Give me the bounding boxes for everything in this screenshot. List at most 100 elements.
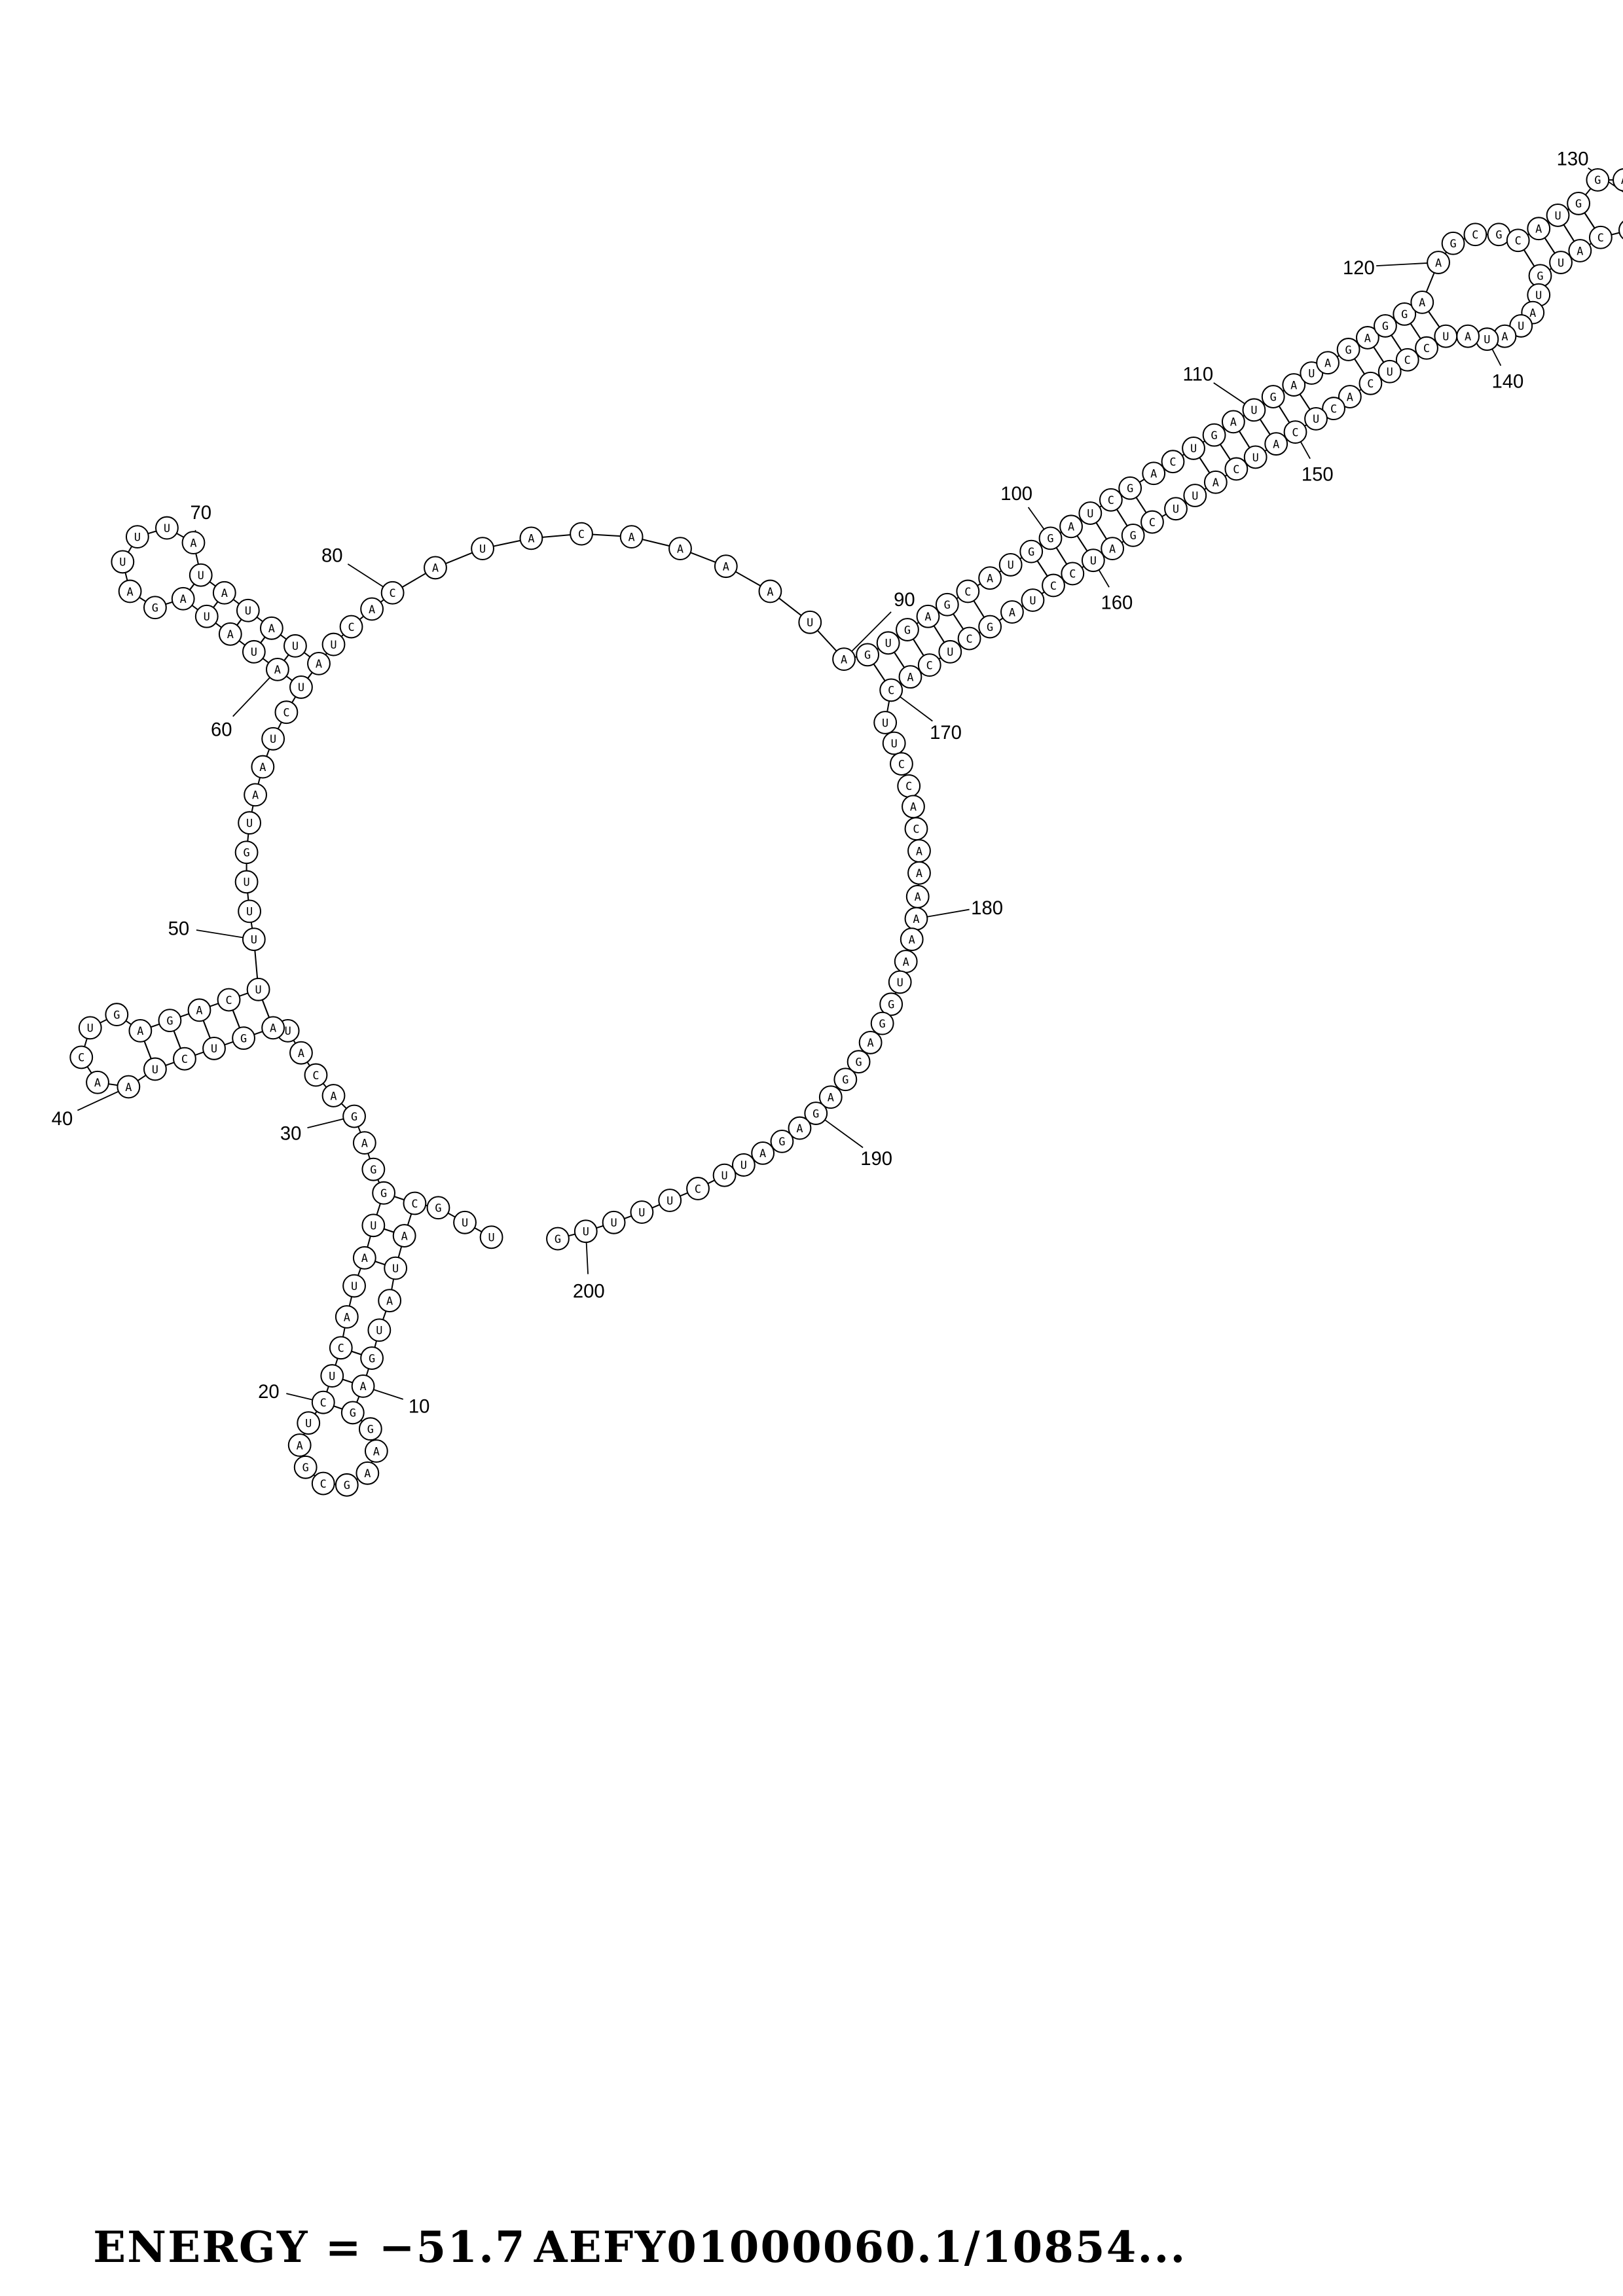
position-label: 80: [321, 545, 343, 566]
nucleotide-circle: [898, 665, 922, 689]
nucleotide-base: A: [1230, 416, 1237, 429]
nucleotide-circle: [847, 1050, 871, 1074]
nucleotide-circle: [882, 731, 906, 755]
nucleotides-layer: UUGCAUAUGAGGAAGCGAUCUCAUAUGGAGACAUAGUCUA…: [69, 168, 1623, 1497]
nucleotide-base: G: [1211, 429, 1217, 442]
nucleotide-base: U: [270, 732, 276, 745]
nucleotide-circle: [1142, 461, 1166, 486]
nucleotide-base: A: [841, 653, 847, 666]
nucleotide-circle: [1359, 371, 1383, 395]
nucleotide-base: U: [740, 1158, 747, 1172]
nucleotide-circle: [630, 1200, 654, 1224]
nucleotide-circle: [293, 1455, 318, 1479]
nucleotide-circle: [274, 700, 299, 725]
nucleotide-circle: [117, 1075, 141, 1099]
nucleotide-circle: [259, 616, 283, 640]
nucleotide-base: A: [298, 1047, 304, 1060]
nucleotide-circle: [714, 554, 738, 579]
nucleotide-base: U: [376, 1324, 382, 1337]
nucleotide-base: U: [1029, 594, 1036, 607]
nucleotide-circle: [1121, 523, 1145, 547]
nucleotide-circle: [158, 1009, 182, 1033]
nucleotide-circle: [304, 1063, 328, 1087]
nucleotide-circle: [804, 1102, 828, 1125]
nucleotide-base: C: [320, 1477, 327, 1490]
nucleotide-circle: [143, 1057, 167, 1081]
nucleotide-circle: [519, 526, 543, 550]
nucleotide-base: U: [1554, 209, 1561, 222]
nucleotide-base: U: [211, 1042, 217, 1055]
nucleotide-base: A: [867, 1036, 874, 1049]
nucleotide-circle: [546, 1227, 570, 1251]
nucleotide-base: G: [1130, 529, 1137, 542]
nucleotide-base: G: [1495, 228, 1502, 242]
nucleotide-circle: [1000, 600, 1024, 624]
nucleotide-circle: [380, 581, 405, 605]
nucleotide-circle: [1395, 348, 1419, 372]
nucleotide-base: A: [903, 955, 909, 968]
nucleotide-base: U: [370, 1219, 376, 1232]
nucleotide-base: A: [910, 800, 917, 814]
nucleotide-circle: [287, 1433, 312, 1457]
nucleotide-circle: [378, 1289, 402, 1313]
nucleotide-base: A: [913, 912, 919, 925]
nucleotide-base: U: [292, 639, 299, 653]
nucleotide-base: U: [611, 1216, 617, 1229]
nucleotide-base: U: [330, 638, 337, 651]
nucleotide-circle: [479, 1225, 503, 1249]
nucleotide-base: A: [1009, 605, 1015, 619]
nucleotide-circle: [1549, 251, 1573, 274]
nucleotide-base: A: [270, 1022, 276, 1035]
nucleotide-base: U: [246, 817, 253, 830]
nucleotide-circle: [1059, 514, 1083, 539]
nucleotide-base: U: [583, 1225, 589, 1238]
nucleotide-base: A: [432, 562, 439, 575]
nucleotide-circle: [234, 870, 259, 894]
sequence-accession: AEFY01000060.1/10854...: [534, 2223, 1187, 2272]
nucleotide-base: A: [1535, 223, 1542, 236]
nucleotide-base: G: [367, 1423, 374, 1436]
nucleotide-base: C: [1292, 425, 1298, 439]
nucleotide-circle: [246, 977, 270, 1001]
nucleotide-circle: [938, 639, 962, 664]
nucleotide-base: G: [152, 601, 158, 615]
nucleotide-base: A: [361, 1136, 368, 1149]
position-label: 140: [1492, 371, 1524, 393]
nucleotide-base: A: [359, 1380, 366, 1393]
nucleotide-circle: [896, 618, 919, 641]
nucleotide-circle: [870, 1011, 894, 1035]
nucleotide-circle: [307, 651, 331, 675]
nucleotide-circle: [1527, 217, 1551, 241]
nucleotide-circle: [367, 1318, 392, 1342]
nucleotide-base: G: [879, 1017, 886, 1030]
nucleotide-circle: [978, 615, 1002, 639]
nucleotide-base: C: [348, 620, 354, 634]
nucleotide-base: U: [305, 1417, 312, 1430]
nucleotide-base: U: [134, 530, 141, 543]
nucleotide-circle: [956, 579, 980, 603]
nucleotide-base: G: [302, 1461, 309, 1474]
nucleotide-base: A: [759, 1147, 766, 1160]
nucleotide-base: C: [1149, 516, 1156, 529]
nucleotide-base: U: [1173, 503, 1179, 516]
nucleotide-base: U: [285, 1024, 291, 1037]
nucleotide-circle: [187, 998, 211, 1022]
nucleotide-base: G: [351, 1110, 357, 1123]
nucleotide-circle: [1410, 290, 1434, 314]
nucleotide-circle: [358, 1417, 382, 1441]
nucleotide-circle: [212, 581, 236, 605]
position-label: 20: [258, 1381, 280, 1403]
nucleotide-base: A: [1501, 330, 1508, 343]
nucleotide-circle: [873, 711, 898, 734]
position-label: 160: [1101, 592, 1133, 614]
nucleotide-base: A: [1324, 357, 1331, 370]
nucleotide-circle: [879, 992, 903, 1016]
nucleotide-base: A: [924, 610, 931, 623]
nucleotide-base: U: [721, 1169, 727, 1182]
nucleotide-base: G: [1575, 197, 1582, 210]
nucleotide-circle: [364, 1439, 388, 1463]
nucleotide-circle: [856, 643, 880, 667]
nucleotide-circle: [788, 1116, 812, 1140]
nucleotide-circle: [1355, 326, 1379, 350]
nucleotide-base: G: [1594, 173, 1601, 187]
